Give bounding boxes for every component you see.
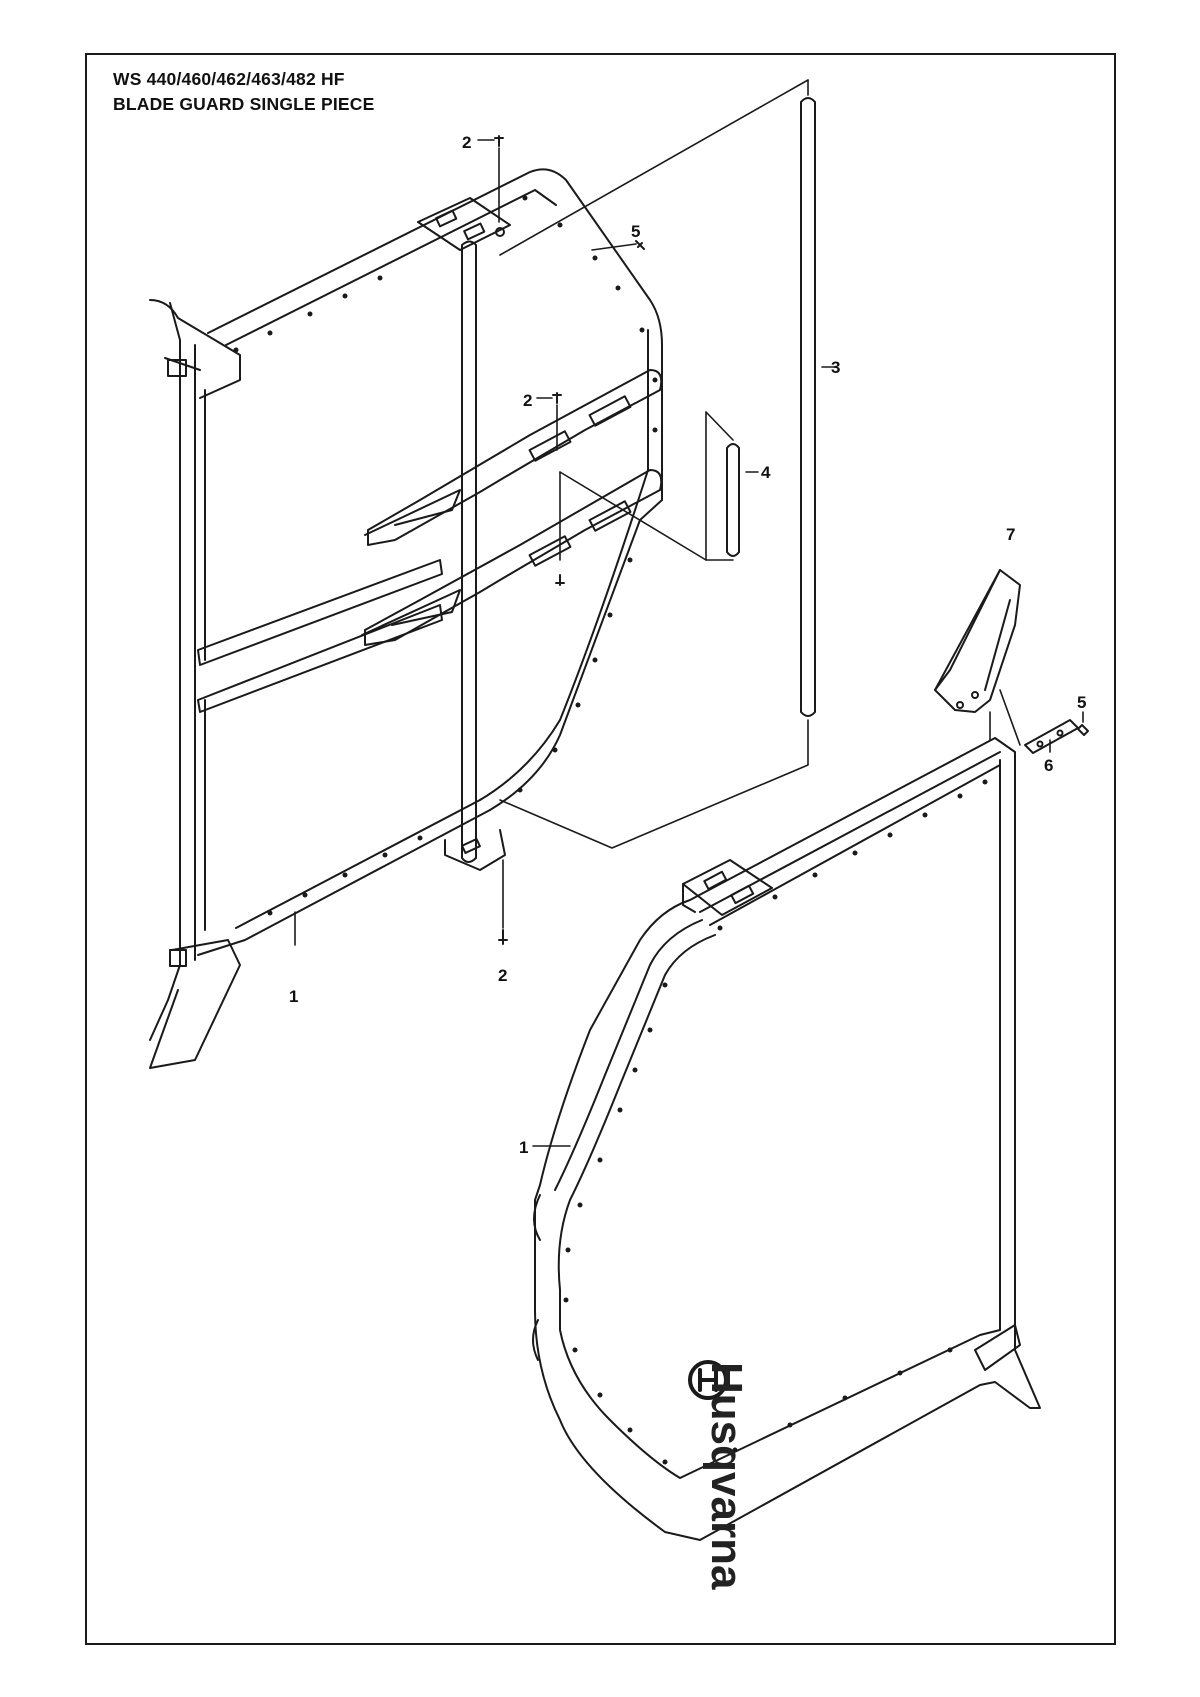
callout-5-right: 5	[1077, 693, 1086, 712]
blade-guard-front-view	[532, 737, 1041, 1541]
callout-6: 6	[1044, 756, 1053, 775]
screw-5b	[1077, 724, 1089, 736]
screw-2d	[555, 574, 565, 586]
screw-5a	[635, 240, 645, 250]
blade-guard-rear-view	[149, 168, 663, 1069]
drawing-frame	[85, 53, 1116, 1645]
brand-logo-text: Husqvarna	[702, 1362, 751, 1590]
assembly-title: BLADE GUARD SINGLE PIECE	[113, 94, 375, 114]
callout-1-rear: 1	[289, 987, 298, 1006]
callout-3: 3	[831, 358, 840, 377]
callout-1-front: 1	[519, 1138, 528, 1157]
callout-2-bottom: 2	[498, 966, 507, 985]
callout-2-middle: 2	[523, 391, 532, 410]
screw-2a	[494, 135, 504, 147]
callout-4: 4	[761, 463, 771, 482]
screw-2c	[498, 929, 508, 945]
rivets-rear	[233, 195, 658, 916]
corner-bracket	[934, 569, 1021, 713]
callout-5-top: 5	[631, 222, 640, 241]
screw-2b	[552, 392, 562, 404]
callout-2-top: 2	[462, 133, 471, 152]
rod-short	[726, 443, 740, 557]
rivets-front	[563, 779, 988, 1465]
model-title: WS 440/460/462/463/482 HF	[113, 69, 345, 89]
husqvarna-crown-logo	[688, 1360, 728, 1400]
plate-small	[1024, 719, 1079, 754]
rod-long	[800, 97, 816, 717]
callout-7: 7	[1006, 525, 1015, 544]
assembly-lines	[294, 79, 1084, 1147]
